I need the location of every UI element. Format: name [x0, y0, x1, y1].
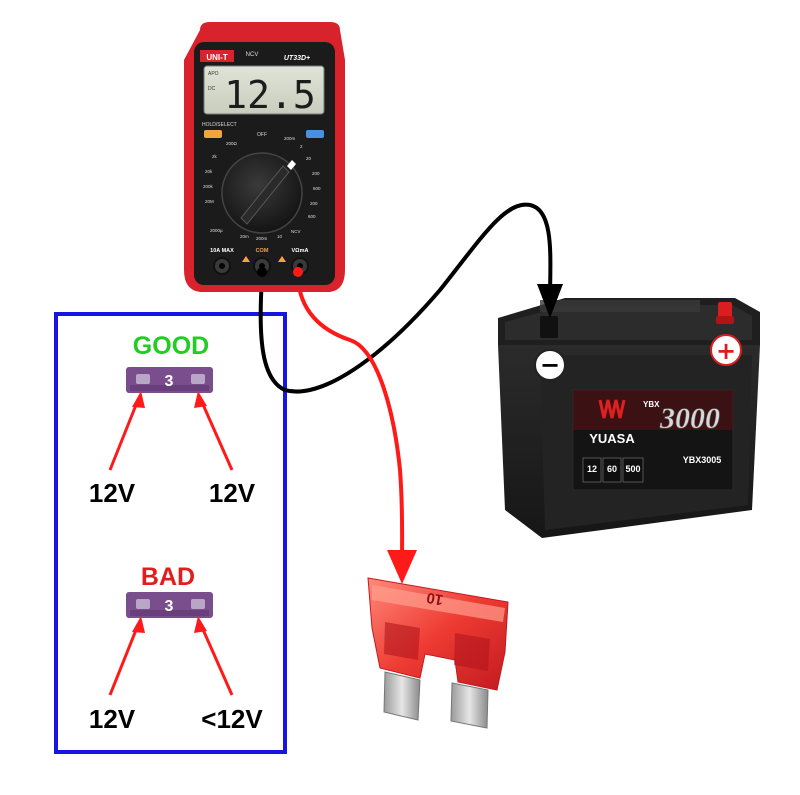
positive-terminal-icon [710, 334, 742, 366]
dial-mark: 200Ω [226, 141, 238, 146]
dial-indicator [287, 160, 296, 170]
positive-symbol: + [716, 337, 736, 365]
red-probe-plug [293, 267, 303, 277]
lcd-display [203, 65, 325, 115]
bad-fuse-rating: 3 [165, 598, 174, 615]
lcd-reading: 12.5 [224, 73, 316, 117]
dial-mark: 2000µ [210, 228, 223, 233]
black-probe-wire [258, 202, 553, 394]
bad-title: BAD [141, 563, 195, 591]
dial-mark: 600 [308, 214, 316, 219]
port-label-com: COM [256, 248, 269, 254]
port-label-vohm: VΩmA [292, 248, 309, 254]
bad-right-voltage: <12V [201, 704, 263, 734]
negative-terminal-icon [534, 349, 566, 381]
car-battery: YUASA YBX 3000 12 60 500 YBX3005 − + [498, 298, 760, 538]
dial-mark: 200m [284, 136, 296, 141]
fuse-rating: 10 [425, 589, 444, 609]
lcd-dc-label: DC [208, 86, 216, 92]
red-probe-wire [296, 277, 405, 561]
port-label-amps: 10A MAX [210, 248, 234, 254]
bad-left-voltage: 12V [89, 704, 136, 734]
dial-mark: NCV [291, 229, 301, 234]
hold-select-label: HOLD/SELECT [202, 122, 237, 128]
legend-box: GOOD 3 12V 12V BAD 3 [54, 312, 287, 754]
backlight-button[interactable] [306, 130, 324, 138]
black-probe-arrow [537, 284, 563, 318]
dial-mark: 20M [205, 199, 214, 204]
dial-mark: 200 [312, 171, 320, 176]
dial-pointer [240, 165, 290, 225]
fuse-left-prong [383, 671, 421, 721]
dial-mark: 200k [203, 184, 214, 189]
dial-mark: 20k [205, 169, 213, 174]
lcd-apo-label: APO [208, 71, 219, 77]
bad-right-arrow [194, 616, 234, 696]
multimeter-ncv-label: NCV [246, 52, 259, 58]
battery-brand: YUASA [589, 431, 635, 446]
good-right-arrow [194, 391, 234, 471]
black-probe-plug [257, 267, 267, 277]
dial-mark: 20m [240, 234, 249, 239]
good-right-voltage: 12V [209, 478, 256, 508]
negative-symbol: − [540, 351, 560, 379]
warning-icon [242, 256, 250, 262]
dial-mark: 20 [306, 156, 312, 161]
blade-fuse: 10 [367, 577, 509, 729]
battery-series: YBX [643, 400, 660, 409]
multimeter-brand: UNI-T [206, 53, 227, 62]
dial-mark: 200 [310, 201, 318, 206]
good-left-arrow [108, 391, 145, 471]
dial-mark: 2k [212, 154, 218, 159]
hold-select-button[interactable] [204, 130, 222, 138]
legend-border [54, 312, 287, 754]
negative-terminal [540, 316, 558, 338]
dial-mark: 10 [277, 234, 283, 239]
battery-spec-volts: 12 [587, 464, 597, 474]
good-fuse-rating: 3 [165, 373, 174, 390]
multimeter: UNI-T NCV UT33D+ APO DC 12.5 HOLD/SELECT… [184, 22, 345, 292]
fuse-right-prong [450, 682, 489, 729]
dial-mark: 600 [313, 186, 321, 191]
multimeter-model: UT33D+ [284, 55, 310, 62]
warning-icon [278, 256, 286, 262]
dial-mark: 200m [256, 236, 268, 241]
battery-model-number: 3000 [659, 402, 720, 435]
bad-left-arrow [108, 616, 145, 696]
dial-off-label: OFF [257, 132, 267, 138]
red-probe-arrow [387, 550, 417, 584]
dial-mark: 2 [300, 144, 303, 149]
good-fuse-icon [126, 367, 213, 393]
battery-sub-model: YBX3005 [683, 455, 722, 465]
yuasa-logo-icon [598, 399, 626, 419]
good-title: GOOD [133, 332, 209, 360]
battery-spec-cca: 500 [625, 464, 640, 474]
good-left-voltage: 12V [89, 478, 136, 508]
bad-fuse-icon [126, 592, 213, 618]
battery-spec-ah: 60 [607, 464, 617, 474]
